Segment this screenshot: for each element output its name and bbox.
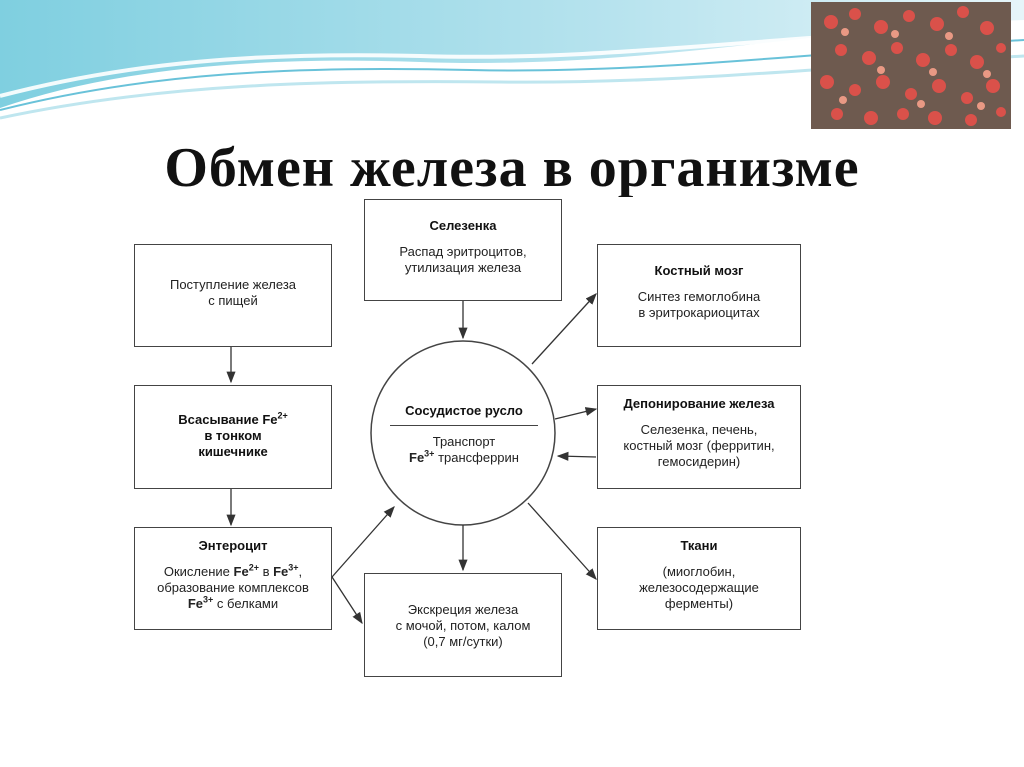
enterocyte-line3: Fe3+ с белками xyxy=(187,594,279,611)
diagram-sheet: Поступление железа с пищей Всасывание Fe… xyxy=(124,197,814,692)
arrow-depot-blood xyxy=(556,451,597,461)
enterocyte-box: Энтероцит Окисление Fe2+ в Fe3+, образов… xyxy=(134,527,332,630)
tissues-line3: ферменты) xyxy=(664,596,734,611)
blood-divider xyxy=(390,425,538,426)
spleen-box: Селезенка Распад эритроцитов, утилизация… xyxy=(364,199,562,301)
enterocyte-line2: образование комплексов xyxy=(157,580,309,595)
spleen-title: Селезенка xyxy=(429,218,497,233)
depot-line2: костный мозг (ферритин, xyxy=(623,438,775,453)
enterocyte-line1: Окисление Fe2+ в Fe3+, xyxy=(163,562,303,579)
depot-line3: гемосидерин) xyxy=(657,454,741,469)
absorption-line3: кишечнике xyxy=(198,444,268,459)
marrow-box: Костный мозг Синтез гемоглобина в эритро… xyxy=(597,244,801,347)
excretion-line2: с мочой, потом, калом xyxy=(395,618,531,633)
tissues-title: Ткани xyxy=(680,538,718,553)
tissues-box: Ткани (миоглобин, железосодержащие ферме… xyxy=(597,527,801,630)
spleen-line2: утилизация железа xyxy=(404,260,522,275)
depot-box: Депонирование железа Селезенка, печень, … xyxy=(597,385,801,489)
depot-line1: Селезенка, печень, xyxy=(640,422,758,437)
enterocyte-title: Энтероцит xyxy=(198,538,268,553)
blood-line1: Транспорт xyxy=(432,434,496,449)
depot-title: Депонирование железа xyxy=(623,396,775,411)
excretion-line1: Экскреция железа xyxy=(407,602,519,617)
marrow-line1: Синтез гемоглобина xyxy=(637,289,761,304)
marrow-line2: в эритрокариоцитах xyxy=(638,305,760,320)
tissues-line1: (миоглобин, xyxy=(662,564,736,579)
blood-label: Сосудистое русло Транспорт Fe3+ трансфер… xyxy=(374,403,554,466)
blood-title: Сосудистое русло xyxy=(405,403,523,418)
connectors xyxy=(226,293,598,625)
absorption-line1: Всасывание Fe2+ xyxy=(178,410,288,427)
marrow-title: Костный мозг xyxy=(654,263,744,278)
arrow-blood-depot xyxy=(554,407,598,420)
intake-box: Поступление железа с пищей xyxy=(134,244,332,347)
excretion-box: Экскреция железа с мочой, потом, калом (… xyxy=(364,573,562,677)
tissues-line2: железосодержащие xyxy=(639,580,759,595)
arrow-enterocyte-excretion xyxy=(331,576,363,625)
arrow-blood-tissues xyxy=(527,502,597,580)
intake-line1: Поступление железа xyxy=(169,277,297,292)
intake-line2: с пищей xyxy=(208,293,258,308)
red-blood-cells-image xyxy=(811,2,1011,129)
page-title: Обмен железа в организме xyxy=(164,137,860,199)
absorption-box: Всасывание Fe2+ в тонком кишечнике xyxy=(134,385,332,489)
blood-line2: Fe3+ трансферрин xyxy=(409,448,519,465)
spleen-line1: Распад эритроцитов, xyxy=(399,244,527,259)
excretion-line3: (0,7 мг/сутки) xyxy=(423,634,503,649)
arrow-blood-marrow xyxy=(531,293,597,365)
absorption-line2: в тонком xyxy=(204,428,262,443)
arrow-enterocyte-blood xyxy=(331,506,395,578)
